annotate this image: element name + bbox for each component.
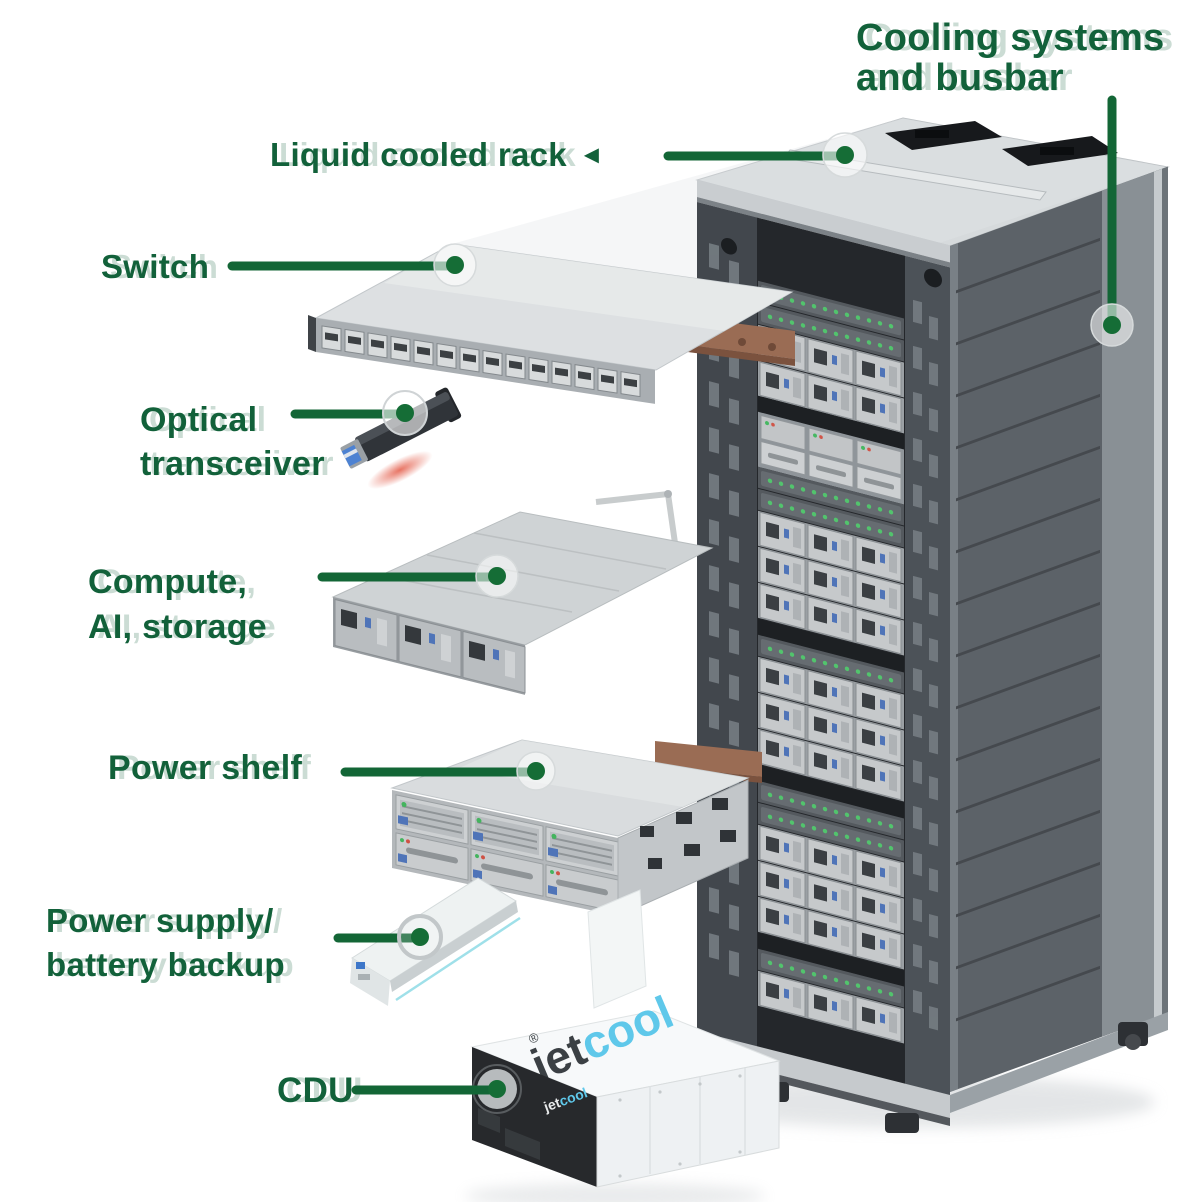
compute-front-modules xyxy=(333,597,526,695)
switch-unit xyxy=(308,243,795,404)
cdu-logo-front: jetcool xyxy=(541,1084,590,1115)
callout-dot-compute[interactable] xyxy=(475,554,519,598)
label-line: AI, storage xyxy=(88,608,268,646)
label-line: and busbar xyxy=(856,57,1064,99)
label-power-shelf: Power shelf xyxy=(108,749,302,788)
switch-ports xyxy=(316,318,655,404)
arrow-left-icon: ◄ xyxy=(578,140,605,169)
rack-illustration xyxy=(452,117,1170,1133)
label-text: Liquid cooled rack xyxy=(270,136,567,173)
label-cdu: CDU xyxy=(277,1071,354,1111)
callout-dot-liquid-rack[interactable] xyxy=(822,132,868,178)
label-line: Power supply/ xyxy=(46,902,274,939)
label-line: Cooling systems xyxy=(856,17,1165,59)
label-optical-transceiver: Optical transceiver xyxy=(140,398,325,486)
label-text: Switch xyxy=(101,248,210,285)
callout-dot-power-supply[interactable] xyxy=(397,914,443,960)
rack-front-frame xyxy=(697,180,950,1098)
callout-dot-cdu[interactable] xyxy=(488,1080,506,1098)
cdu-unit: jetcool ® jetcool xyxy=(465,985,781,1202)
label-liquid-cooled-rack: Liquid cooled rack ◄ xyxy=(270,136,604,174)
callout-lines xyxy=(227,95,1117,1095)
label-text: CDU xyxy=(277,1071,354,1110)
battery-module-unit xyxy=(350,877,647,1009)
callout-dot-optical[interactable] xyxy=(382,390,428,436)
callout-dot-switch[interactable] xyxy=(433,243,477,287)
label-power-supply-battery: Power supply/ battery backup xyxy=(46,899,285,987)
callout-dots xyxy=(382,132,1134,1098)
label-line: battery backup xyxy=(46,946,285,983)
label-text: Power shelf xyxy=(108,749,303,787)
callout-dot-cooling[interactable] xyxy=(1090,303,1134,347)
label-line: transceiver xyxy=(140,445,325,483)
label-compute-ai-storage: Compute, AI, storage xyxy=(88,560,267,650)
rack-side-panel xyxy=(950,166,1168,1092)
label-line: Compute, xyxy=(88,563,248,601)
compute-tray-unit xyxy=(331,490,714,695)
callout-dot-power-shelf[interactable] xyxy=(516,751,556,791)
label-switch: Switch xyxy=(101,248,209,286)
label-line: Optical xyxy=(140,401,258,439)
label-cooling-systems: Cooling systems and busbar xyxy=(856,18,1165,98)
transceiver-glow xyxy=(367,450,433,490)
power-shelf-modules xyxy=(392,790,619,917)
